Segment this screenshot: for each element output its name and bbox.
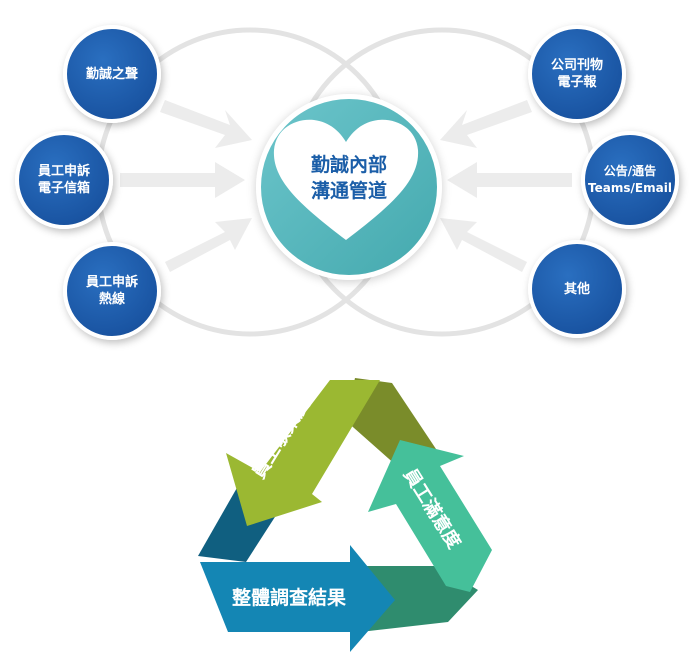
survey-arrow [200, 545, 395, 652]
arrow-icon [120, 162, 245, 198]
arrow-icon [440, 218, 527, 272]
engagement-arrow [226, 380, 380, 526]
node-newsletter: 公司刊物電子報 [528, 25, 626, 123]
arrow-icon [165, 218, 252, 272]
arrow-icon [440, 100, 532, 148]
hub-title: 勤誠內部溝通管道 [310, 154, 387, 202]
node-other: 其他 [528, 240, 626, 338]
satisfaction-arrow [368, 440, 492, 592]
arrow-icon [160, 100, 252, 148]
node-voice: 勤誠之聲 [63, 25, 161, 123]
cycle-diagram [198, 378, 492, 652]
node-complaint-hotline: 員工申訴熱線 [63, 242, 161, 340]
arrows-in [120, 100, 572, 272]
arrow-icon [447, 162, 572, 198]
survey-label: 整體調查結果 [232, 587, 347, 609]
node-complaint-email: 員工申訴電子信箱 [15, 131, 113, 229]
